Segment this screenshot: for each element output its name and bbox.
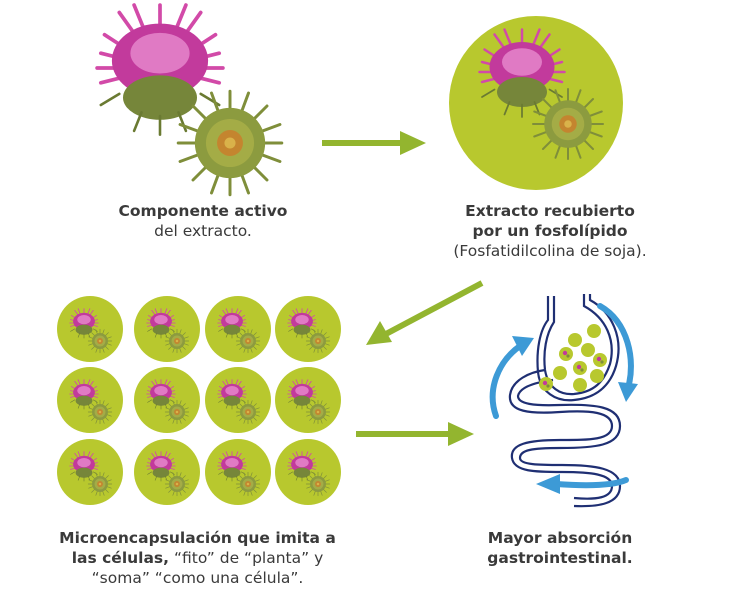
thistle-flower-icon	[95, 3, 284, 197]
caption-text: del extracto.	[154, 222, 252, 240]
caption-microencapsulation: Microencapsulación que imita a las célul…	[25, 528, 370, 588]
caption-bold: por un fosfolípido	[472, 222, 628, 240]
caption-bold: Microencapsulación que imita a	[59, 529, 336, 547]
caption-bold: Extracto recubierto	[465, 202, 635, 220]
coated-extract-icon	[449, 16, 623, 190]
caption-active-component: Componente activo del extracto.	[78, 201, 328, 241]
caption-text: “fito” de “planta” y	[169, 549, 324, 567]
caption-bold: gastrointestinal.	[487, 549, 633, 567]
caption-bold: Mayor absorción	[487, 529, 633, 547]
caption-text: “soma” “como una célula”.	[91, 569, 304, 587]
arrow-icon	[356, 422, 474, 446]
digestive-tract-icon	[489, 294, 638, 508]
caption-bold: las células,	[71, 549, 170, 567]
caption-absorption: Mayor absorción gastrointestinal.	[440, 528, 680, 568]
microcapsule-icon	[57, 296, 341, 505]
caption-coated-extract: Extracto recubierto por un fosfolípido (…	[405, 201, 695, 261]
caption-bold: Componente activo	[118, 202, 288, 220]
arrow-icon	[322, 131, 426, 155]
caption-text: (Fosfatidilcolina de soja).	[453, 242, 647, 260]
arrow-icon	[366, 280, 484, 345]
